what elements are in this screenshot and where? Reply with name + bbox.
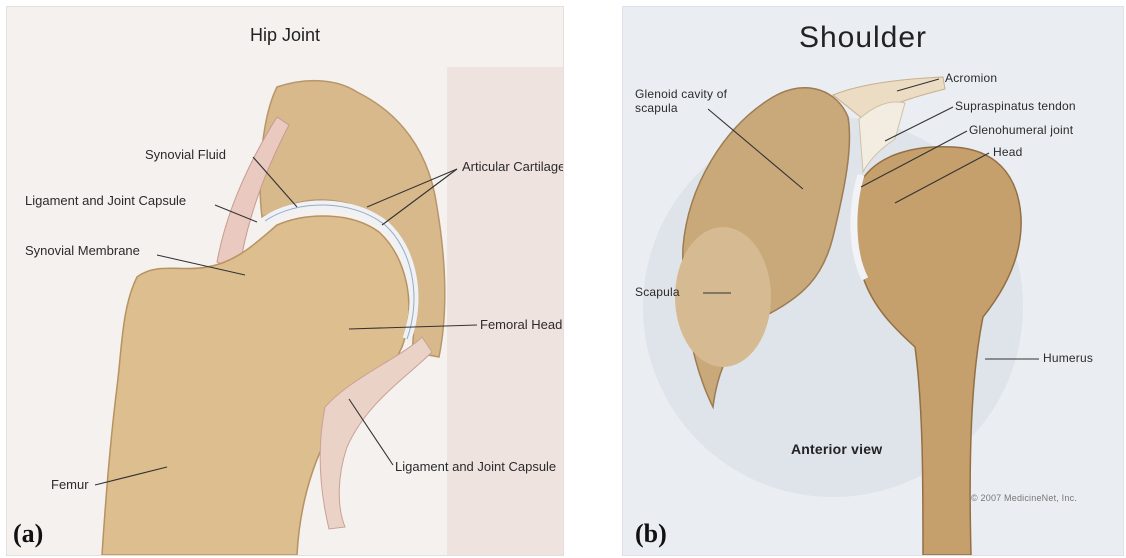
scapula-label: Scapula [635,285,680,299]
glenoid-cavity-label-line1: Glenoid cavity of [635,87,727,101]
synovial-fluid-label: Synovial Fluid [145,147,226,162]
glenoid-cavity-label-line2: scapula [635,101,678,115]
ligament-capsule-right-label: Ligament and Joint Capsule [395,459,556,474]
supraspinatus-tendon-label: Supraspinatus tendon [955,99,1076,113]
glenohumeral-joint-label: Glenohumeral joint [969,123,1073,137]
articular-cartilage-label: Articular Cartilage [462,159,564,174]
acromion-label: Acromion [945,71,997,85]
hip-joint-title: Hip Joint [7,25,563,46]
scapula-fossa [675,227,771,367]
hip-joint-panel: Hip Joint Synovial Fluid Ligament and Jo… [6,6,564,556]
background-tissue [447,67,563,555]
femoral-head-label: Femoral Head [480,317,562,332]
femur-label: Femur [51,477,89,492]
shoulder-panel: Shoulder Glenoid cavity of scapula Acrom… [622,6,1124,556]
panel-b-letter: (b) [635,519,667,549]
panel-a-letter: (a) [13,519,43,549]
head-label: Head [993,145,1023,159]
synovial-membrane-label: Synovial Membrane [25,243,140,258]
ligament-capsule-left-label: Ligament and Joint Capsule [25,193,186,208]
humerus-label: Humerus [1043,351,1093,365]
anterior-view-caption: Anterior view [791,441,882,457]
shoulder-title: Shoulder [623,21,1103,55]
copyright-notice: © 2007 MedicineNet, Inc. [971,493,1077,503]
